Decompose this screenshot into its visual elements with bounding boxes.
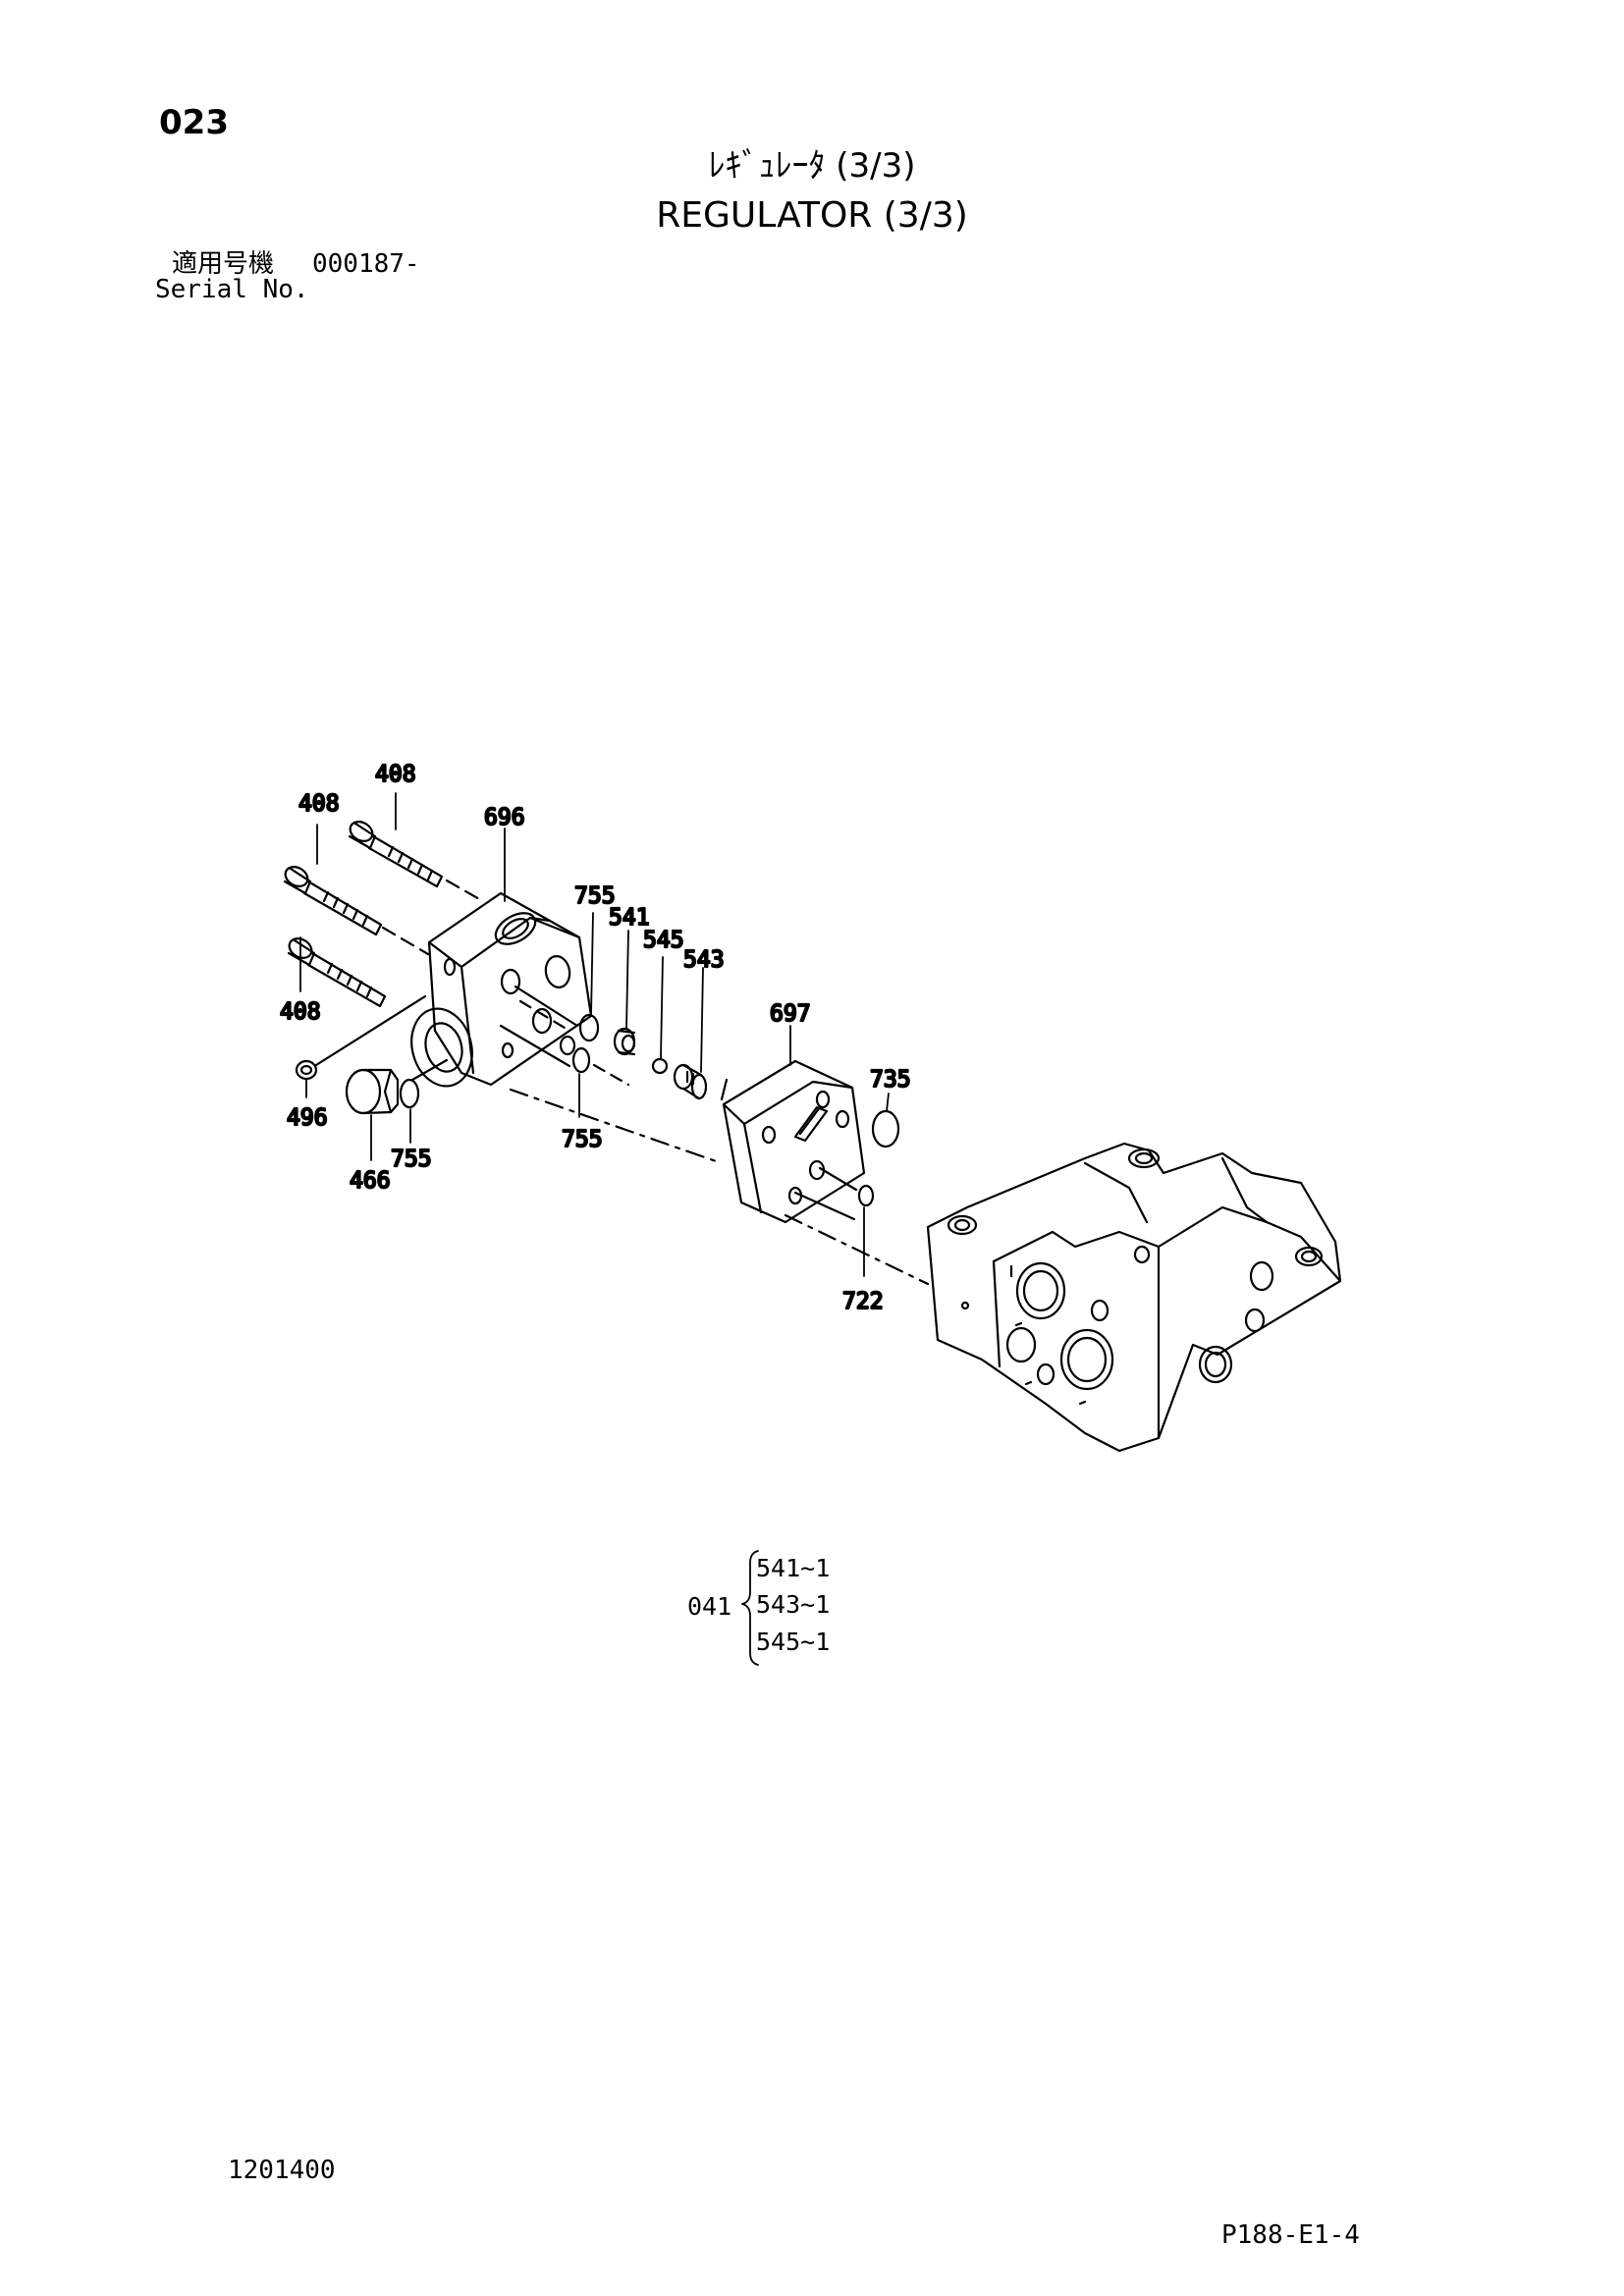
o-ring-722 (857, 1184, 875, 1207)
serial-label-english: Serial No. (155, 275, 309, 304)
leader-lines (299, 792, 890, 1277)
callout-408-b: 408 (298, 791, 340, 817)
kit-item: 543~1 (756, 1590, 831, 1619)
callout-697: 697 (770, 1001, 811, 1027)
axis-line (410, 1058, 449, 1082)
axis-line (509, 1088, 724, 1165)
ball-545 (651, 1057, 669, 1075)
callout-755-b: 755 (391, 1147, 432, 1172)
callout-755-a: 755 (574, 883, 616, 909)
plug-541 (613, 1027, 636, 1056)
axis-line (592, 1063, 630, 1087)
serial-label-japanese: 適用号機 (172, 249, 275, 279)
bolt-axis-line (445, 879, 483, 902)
axis-line (314, 994, 427, 1067)
axis-line (720, 1078, 729, 1101)
axis-line (784, 1213, 930, 1286)
page-number: 023 (159, 103, 229, 142)
bolt-408-bottom (287, 937, 387, 1008)
callout-466: 466 (350, 1168, 391, 1194)
kit-brace (741, 1550, 759, 1666)
callout-541: 541 (609, 905, 650, 931)
kit-item: 541~1 (756, 1554, 831, 1582)
kit-item: 545~1 (756, 1628, 831, 1656)
kit-code: 041 (687, 1592, 732, 1621)
o-ring-755-upper (578, 1013, 600, 1042)
callout-722: 722 (842, 1289, 884, 1314)
callout-696: 696 (484, 805, 525, 830)
document-number: 1201400 (228, 2156, 336, 2185)
cover-block-697 (722, 1059, 866, 1224)
o-ring-755-lower (571, 1046, 591, 1074)
page-title-english: REGULATOR (3/3) (656, 195, 968, 236)
callout-735: 735 (870, 1067, 911, 1093)
page-reference: P188-E1-4 (1221, 2220, 1360, 2250)
o-ring-735 (871, 1109, 900, 1148)
plug-496 (295, 1059, 318, 1081)
housing-block-696 (410, 891, 593, 1088)
callout-408-c: 408 (280, 999, 321, 1025)
callout-545: 545 (643, 928, 684, 953)
bolt-408-top (348, 821, 444, 888)
o-ring-755-plug (399, 1078, 420, 1109)
page-title-japanese: ﾚｷﾞｭﾚｰﾀ (3/3) (708, 146, 916, 186)
plug-466 (345, 1068, 400, 1115)
callout-496: 496 (287, 1105, 328, 1131)
serial-number-value: 000187- (312, 249, 420, 279)
seat-543 (673, 1063, 708, 1100)
bolt-408-middle (283, 866, 430, 956)
callout-543: 543 (683, 947, 725, 973)
callout-755-c: 755 (562, 1127, 603, 1152)
callout-408-a: 408 (375, 762, 416, 787)
pump-body (926, 1142, 1342, 1453)
